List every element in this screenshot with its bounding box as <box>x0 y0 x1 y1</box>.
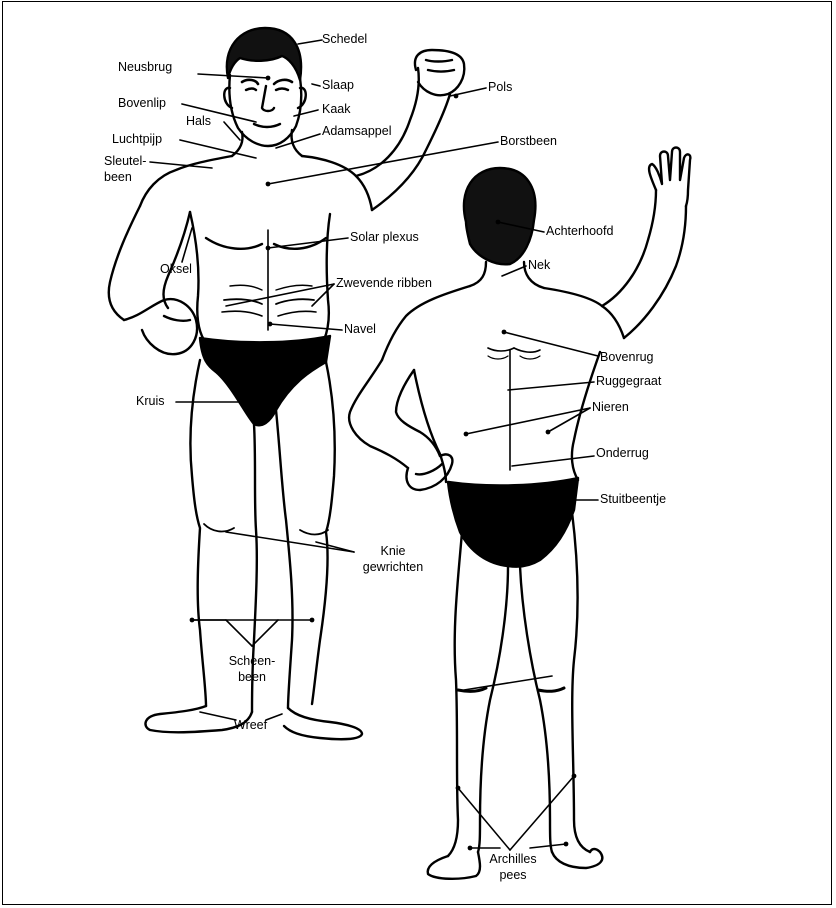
label-kruis: Kruis <box>136 394 164 409</box>
label-scheenbeen-1: Scheen- <box>212 654 292 669</box>
label-hals: Hals <box>186 114 211 129</box>
label-neusbrug: Neusbrug <box>118 60 172 75</box>
label-solar-plexus: Solar plexus <box>350 230 419 245</box>
label-onderrug: Onderrug <box>596 446 649 461</box>
label-wreef: Wreef <box>234 718 267 733</box>
label-borstbeen: Borstbeen <box>500 134 557 149</box>
label-achilles-1: Archilles <box>478 852 548 867</box>
leader-lines <box>150 40 598 850</box>
label-achterhoofd: Achterhoofd <box>546 224 613 239</box>
label-sleutelbeen-1: Sleutel- <box>104 154 146 169</box>
back-figure <box>349 148 690 879</box>
label-bovenrug: Bovenrug <box>600 350 654 365</box>
label-zwevende-ribben: Zwevende ribben <box>336 276 432 291</box>
label-scheenbeen-2: been <box>212 670 292 685</box>
label-luchtpijp: Luchtpijp <box>112 132 162 147</box>
label-achilles-2: pees <box>478 868 548 883</box>
label-stuitbeentje: Stuitbeentje <box>600 492 666 507</box>
label-knie-2: gewrichten <box>354 560 432 575</box>
label-sleutelbeen-2: been <box>104 170 132 185</box>
label-oksel: Oksel <box>160 262 192 277</box>
label-pols: Pols <box>488 80 512 95</box>
label-nek: Nek <box>528 258 550 273</box>
label-nieren: Nieren <box>592 400 629 415</box>
label-kaak: Kaak <box>322 102 351 117</box>
label-schedel: Schedel <box>322 32 367 47</box>
label-knie-1: Knie <box>354 544 432 559</box>
label-navel: Navel <box>344 322 376 337</box>
label-adamsappel: Adamsappel <box>322 124 392 139</box>
label-bovenlip: Bovenlip <box>118 96 166 111</box>
label-ruggegraat: Ruggegraat <box>596 374 661 389</box>
front-figure <box>109 28 465 739</box>
label-slaap: Slaap <box>322 78 354 93</box>
